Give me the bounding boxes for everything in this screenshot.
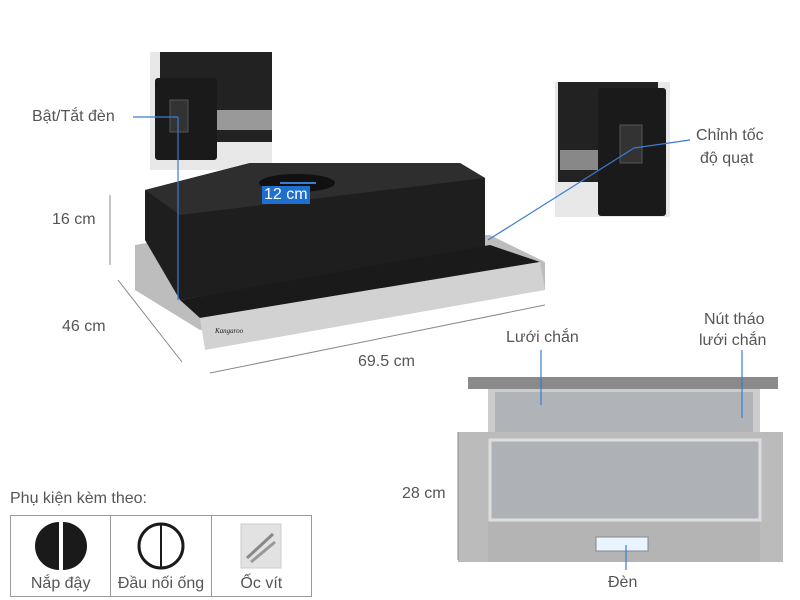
fan-speed-inset <box>555 82 670 217</box>
dimension-lines <box>109 182 546 560</box>
light-switch-inset <box>150 52 272 170</box>
half-disc-caps-icon <box>34 522 87 570</box>
accessory-connector: Đầu nối ống <box>111 516 212 596</box>
label-lamp: Đèn <box>608 574 638 591</box>
accessory-label: Ốc vít <box>240 575 283 592</box>
label-front-height: 28 cm <box>402 485 446 502</box>
accessories-title: Phụ kiện kèm theo: <box>10 490 147 507</box>
label-fan-speed-1: Chỉnh tốc <box>696 127 764 144</box>
label-width: 69.5 cm <box>358 353 415 370</box>
label-duct-diameter: 12 cm <box>262 186 310 204</box>
label-filter-release-2: lưới chắn <box>699 332 767 349</box>
range-hood-main: Kangaroo <box>135 163 545 350</box>
accessory-caps: Nắp đậy <box>11 516 112 596</box>
screw-bag-icon <box>240 523 282 569</box>
duct-connector-ring-icon <box>137 522 185 570</box>
accessory-label: Nắp đậy <box>30 575 91 592</box>
label-filter-release-1: Nút tháo <box>704 311 765 328</box>
hood-front-view <box>458 377 783 562</box>
label-depth: 46 cm <box>62 318 106 335</box>
accessory-screws: Ốc vít <box>212 516 311 596</box>
brand-logo: Kangaroo <box>214 327 244 335</box>
label-fan-speed-2: độ quạt <box>700 150 754 167</box>
leader-lines <box>133 116 743 570</box>
label-filter: Lưới chắn <box>506 329 579 346</box>
label-light-switch: Bật/Tắt đèn <box>32 108 115 125</box>
accessory-label: Đầu nối ống <box>117 575 205 592</box>
label-height: 16 cm <box>52 211 96 228</box>
accessories-table: Nắp đậy Đầu nối ống Ốc vít <box>10 515 312 597</box>
